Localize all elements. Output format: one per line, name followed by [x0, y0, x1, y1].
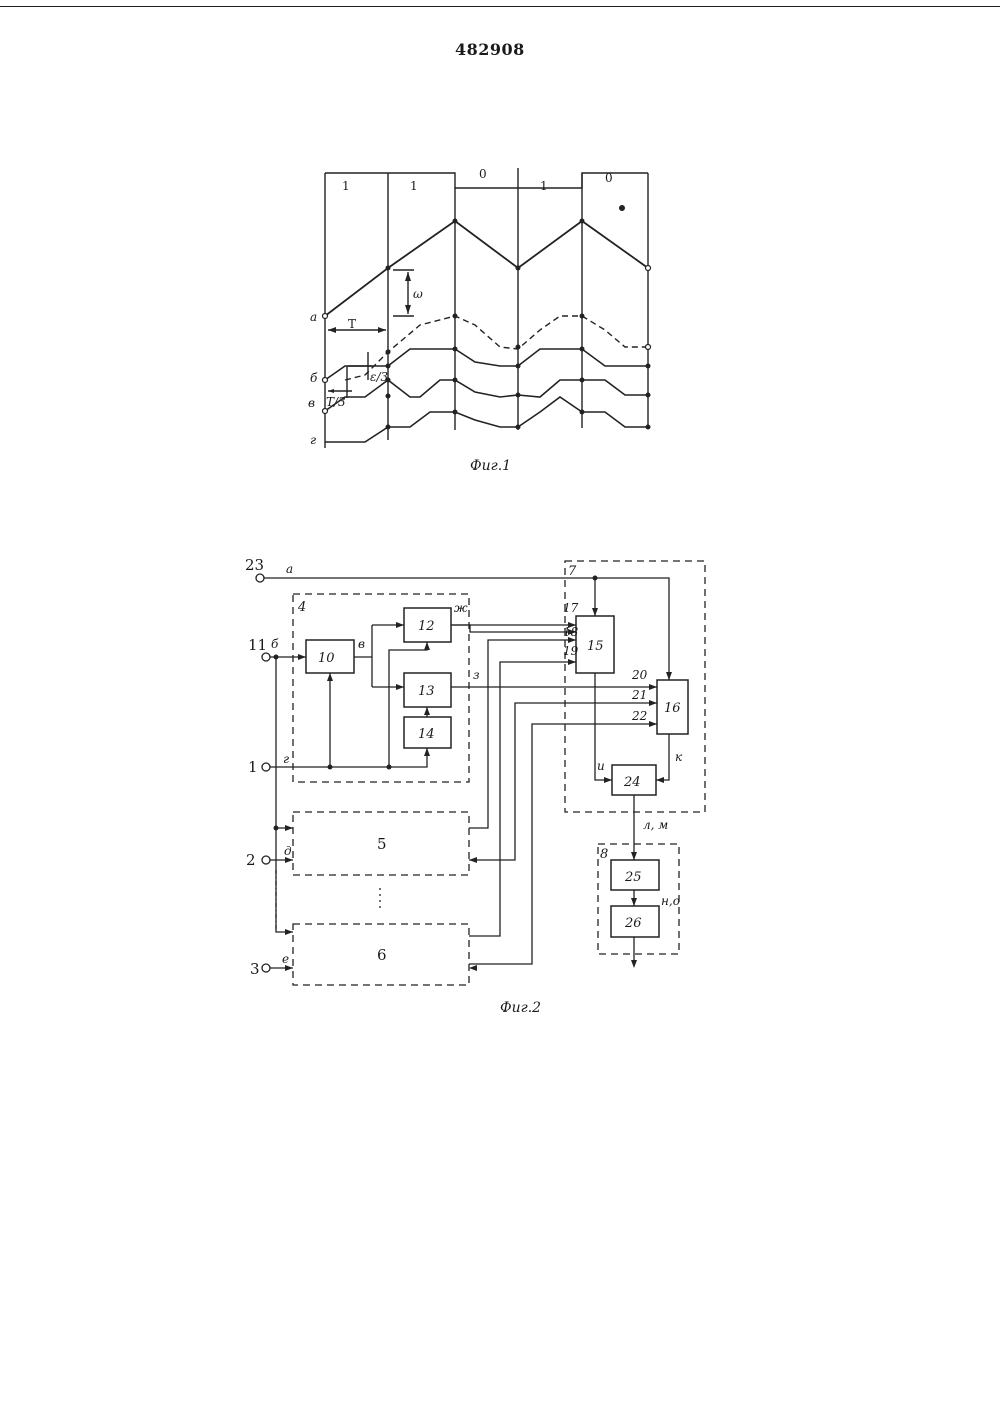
- input-20-label: 20: [631, 668, 648, 682]
- box-5-label: 5: [377, 835, 387, 853]
- signal-v: в: [358, 637, 365, 651]
- box-15-label: 15: [587, 639, 604, 654]
- terminal-11: [262, 653, 270, 661]
- input-19-label: 19: [563, 644, 579, 658]
- box-26-label: 26: [624, 916, 642, 931]
- group-4-label: 4: [297, 600, 306, 615]
- terminal-1-label: 1: [248, 758, 258, 776]
- group-8-label: 8: [600, 847, 608, 862]
- signal-lm: л, м: [643, 818, 668, 832]
- terminal-3: [262, 964, 270, 972]
- box-14-label: 14: [418, 727, 435, 742]
- group-7-label: 7: [568, 564, 577, 579]
- terminal-23-label: 23: [245, 556, 264, 574]
- box-10-label: 10: [318, 651, 335, 666]
- input-17-label: 17: [563, 601, 579, 615]
- box-24-label: 24: [623, 775, 641, 790]
- signal-b: б: [271, 637, 279, 651]
- box-13-label: 13: [418, 684, 435, 699]
- terminal-23: [256, 574, 264, 582]
- box-16-label: 16: [664, 701, 681, 716]
- terminal-2: [262, 856, 270, 864]
- box-25-label: 25: [624, 870, 642, 885]
- signal-d: д: [284, 844, 292, 858]
- terminal-2-label: 2: [246, 851, 256, 869]
- box-6-label: 6: [377, 946, 387, 964]
- terminal-11-label: 11: [248, 636, 267, 654]
- signal-no: н,о: [661, 894, 680, 908]
- terminal-3-label: 3: [250, 960, 260, 978]
- input-18-label: 18: [563, 625, 579, 639]
- signal-i: и: [597, 759, 605, 773]
- signal-k: к: [675, 750, 683, 764]
- figure-2-caption: Фиг.2: [500, 1000, 541, 1016]
- signal-g: г: [283, 752, 289, 766]
- signal-a: а: [286, 562, 293, 576]
- signal-zh: ж: [454, 601, 468, 615]
- input-22-label: 22: [631, 709, 647, 723]
- terminal-1: [262, 763, 270, 771]
- input-21-label: 21: [631, 688, 647, 702]
- box-12-label: 12: [418, 619, 435, 634]
- signal-e: е: [282, 952, 289, 966]
- signal-z: з: [473, 668, 480, 682]
